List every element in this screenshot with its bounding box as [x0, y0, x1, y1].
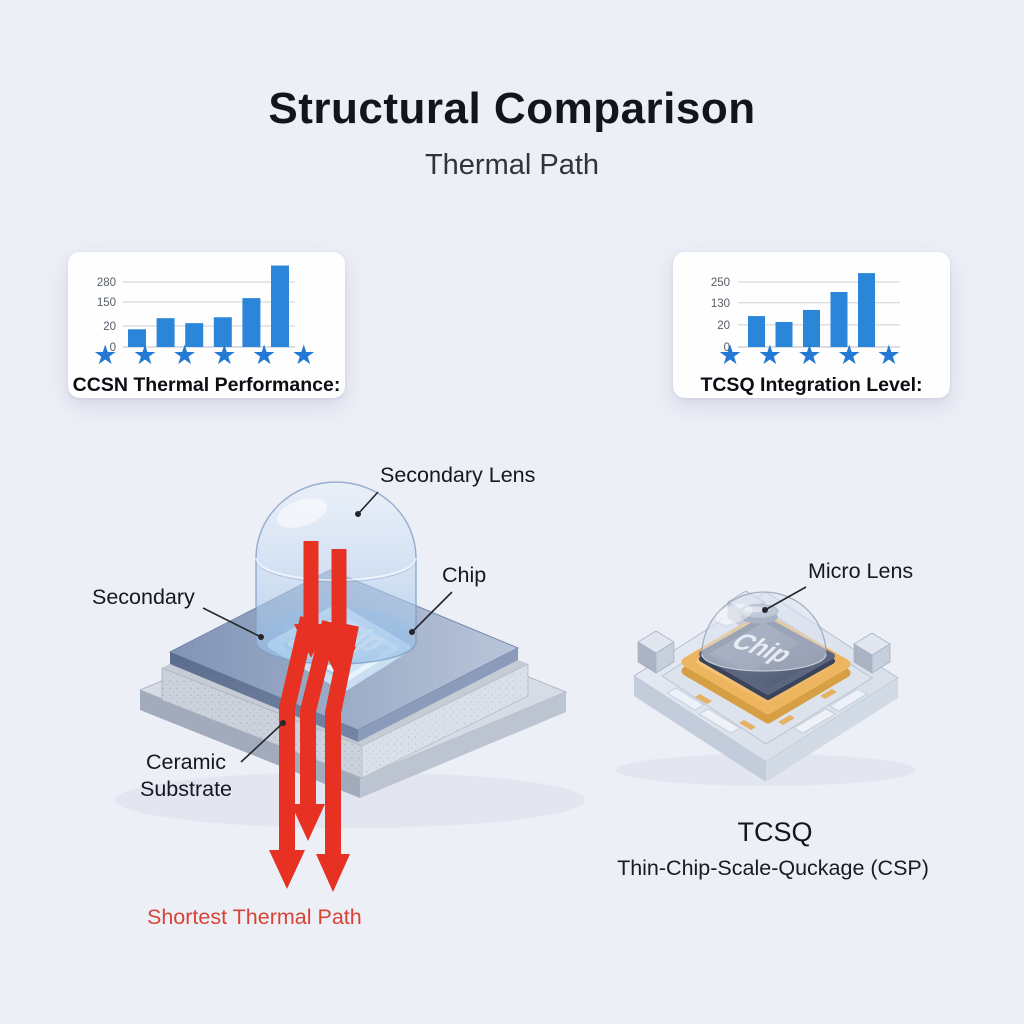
package-top-slab	[168, 569, 520, 742]
thermal-performance-caption: CCSN Thermal Performance:	[72, 374, 341, 396]
y-tick-label: 0	[110, 342, 116, 354]
secondary-lens-dome	[255, 481, 417, 665]
bar	[213, 317, 232, 347]
bar	[775, 321, 793, 347]
bar	[242, 298, 261, 347]
ceramic-substrate-label: Ceramic Substrate	[139, 750, 233, 801]
corner-brackets	[637, 590, 891, 674]
led-chip	[287, 614, 399, 681]
integration-level-card: 0 20 130 250 ★ ★ ★ ★ ★ TCSQ Integration Lev…	[673, 252, 950, 398]
reflector-cavity	[267, 603, 411, 692]
thermal-performance-bar-chart: 0 20 150 280	[97, 265, 295, 354]
integration-level-caption: TCSQ Integration Level:	[700, 374, 923, 396]
thermal-performance-star-rating: ★ ★ ★ ★ ★ ★	[93, 340, 320, 370]
bar	[858, 273, 875, 347]
y-tick-label: 280	[97, 277, 116, 289]
csp-chip-marking: Chip	[724, 628, 800, 667]
bar	[128, 329, 146, 347]
csp-chip: Chip	[699, 616, 835, 700]
page-title: Structural Comparison	[268, 84, 756, 133]
bar	[748, 316, 765, 347]
bar	[803, 309, 820, 347]
micro-lens	[739, 604, 779, 624]
tcsq-name-label: TCSQ	[737, 817, 813, 847]
page-subtitle: Thermal Path	[424, 149, 600, 181]
y-tick-label: 130	[711, 298, 730, 310]
secondary-lens-label: Secondary Lens	[380, 463, 536, 487]
cavity-glow	[262, 606, 410, 666]
micro-lens-label: Micro Lens	[808, 559, 914, 583]
led-ceramic-package: Chip	[115, 481, 585, 892]
tcsq-full-name-label: Thin-Chip-Scale-Quckage (CSP)	[617, 856, 929, 880]
shortest-thermal-path-label: Shortest Thermal Path	[147, 905, 362, 929]
led-chip-marking: Chip	[304, 612, 396, 657]
bar	[156, 318, 175, 347]
y-tick-label: 150	[97, 297, 116, 309]
secondary-label: Secondary	[92, 585, 195, 609]
left-pointer-lines	[202, 491, 453, 763]
csp-base-plate	[633, 591, 899, 782]
right-pointer-lines	[762, 586, 807, 613]
chip-label: Chip	[442, 563, 487, 587]
y-tick-label: 20	[103, 321, 116, 333]
gold-pad	[681, 611, 851, 724]
csp-package: Chip	[616, 586, 916, 786]
thermal-performance-card: 0 20 150 280 ★ ★ ★ ★ ★ ★ CCSN Thermal Perfo…	[68, 252, 345, 398]
thermal-path-arrows	[269, 541, 359, 892]
y-tick-label: 0	[724, 342, 730, 354]
gold-contacts	[695, 689, 837, 730]
lens-highlight	[276, 498, 328, 528]
integration-level-star-rating: ★ ★ ★ ★ ★	[717, 340, 906, 370]
plate-slots	[666, 606, 868, 734]
y-tick-label: 250	[711, 277, 730, 289]
bar	[830, 291, 848, 347]
integration-level-bar-chart: 0 20 130 250	[711, 273, 900, 354]
micro-dome	[701, 591, 827, 672]
y-tick-label: 20	[717, 320, 730, 332]
bar	[185, 323, 204, 347]
bar	[271, 265, 289, 347]
